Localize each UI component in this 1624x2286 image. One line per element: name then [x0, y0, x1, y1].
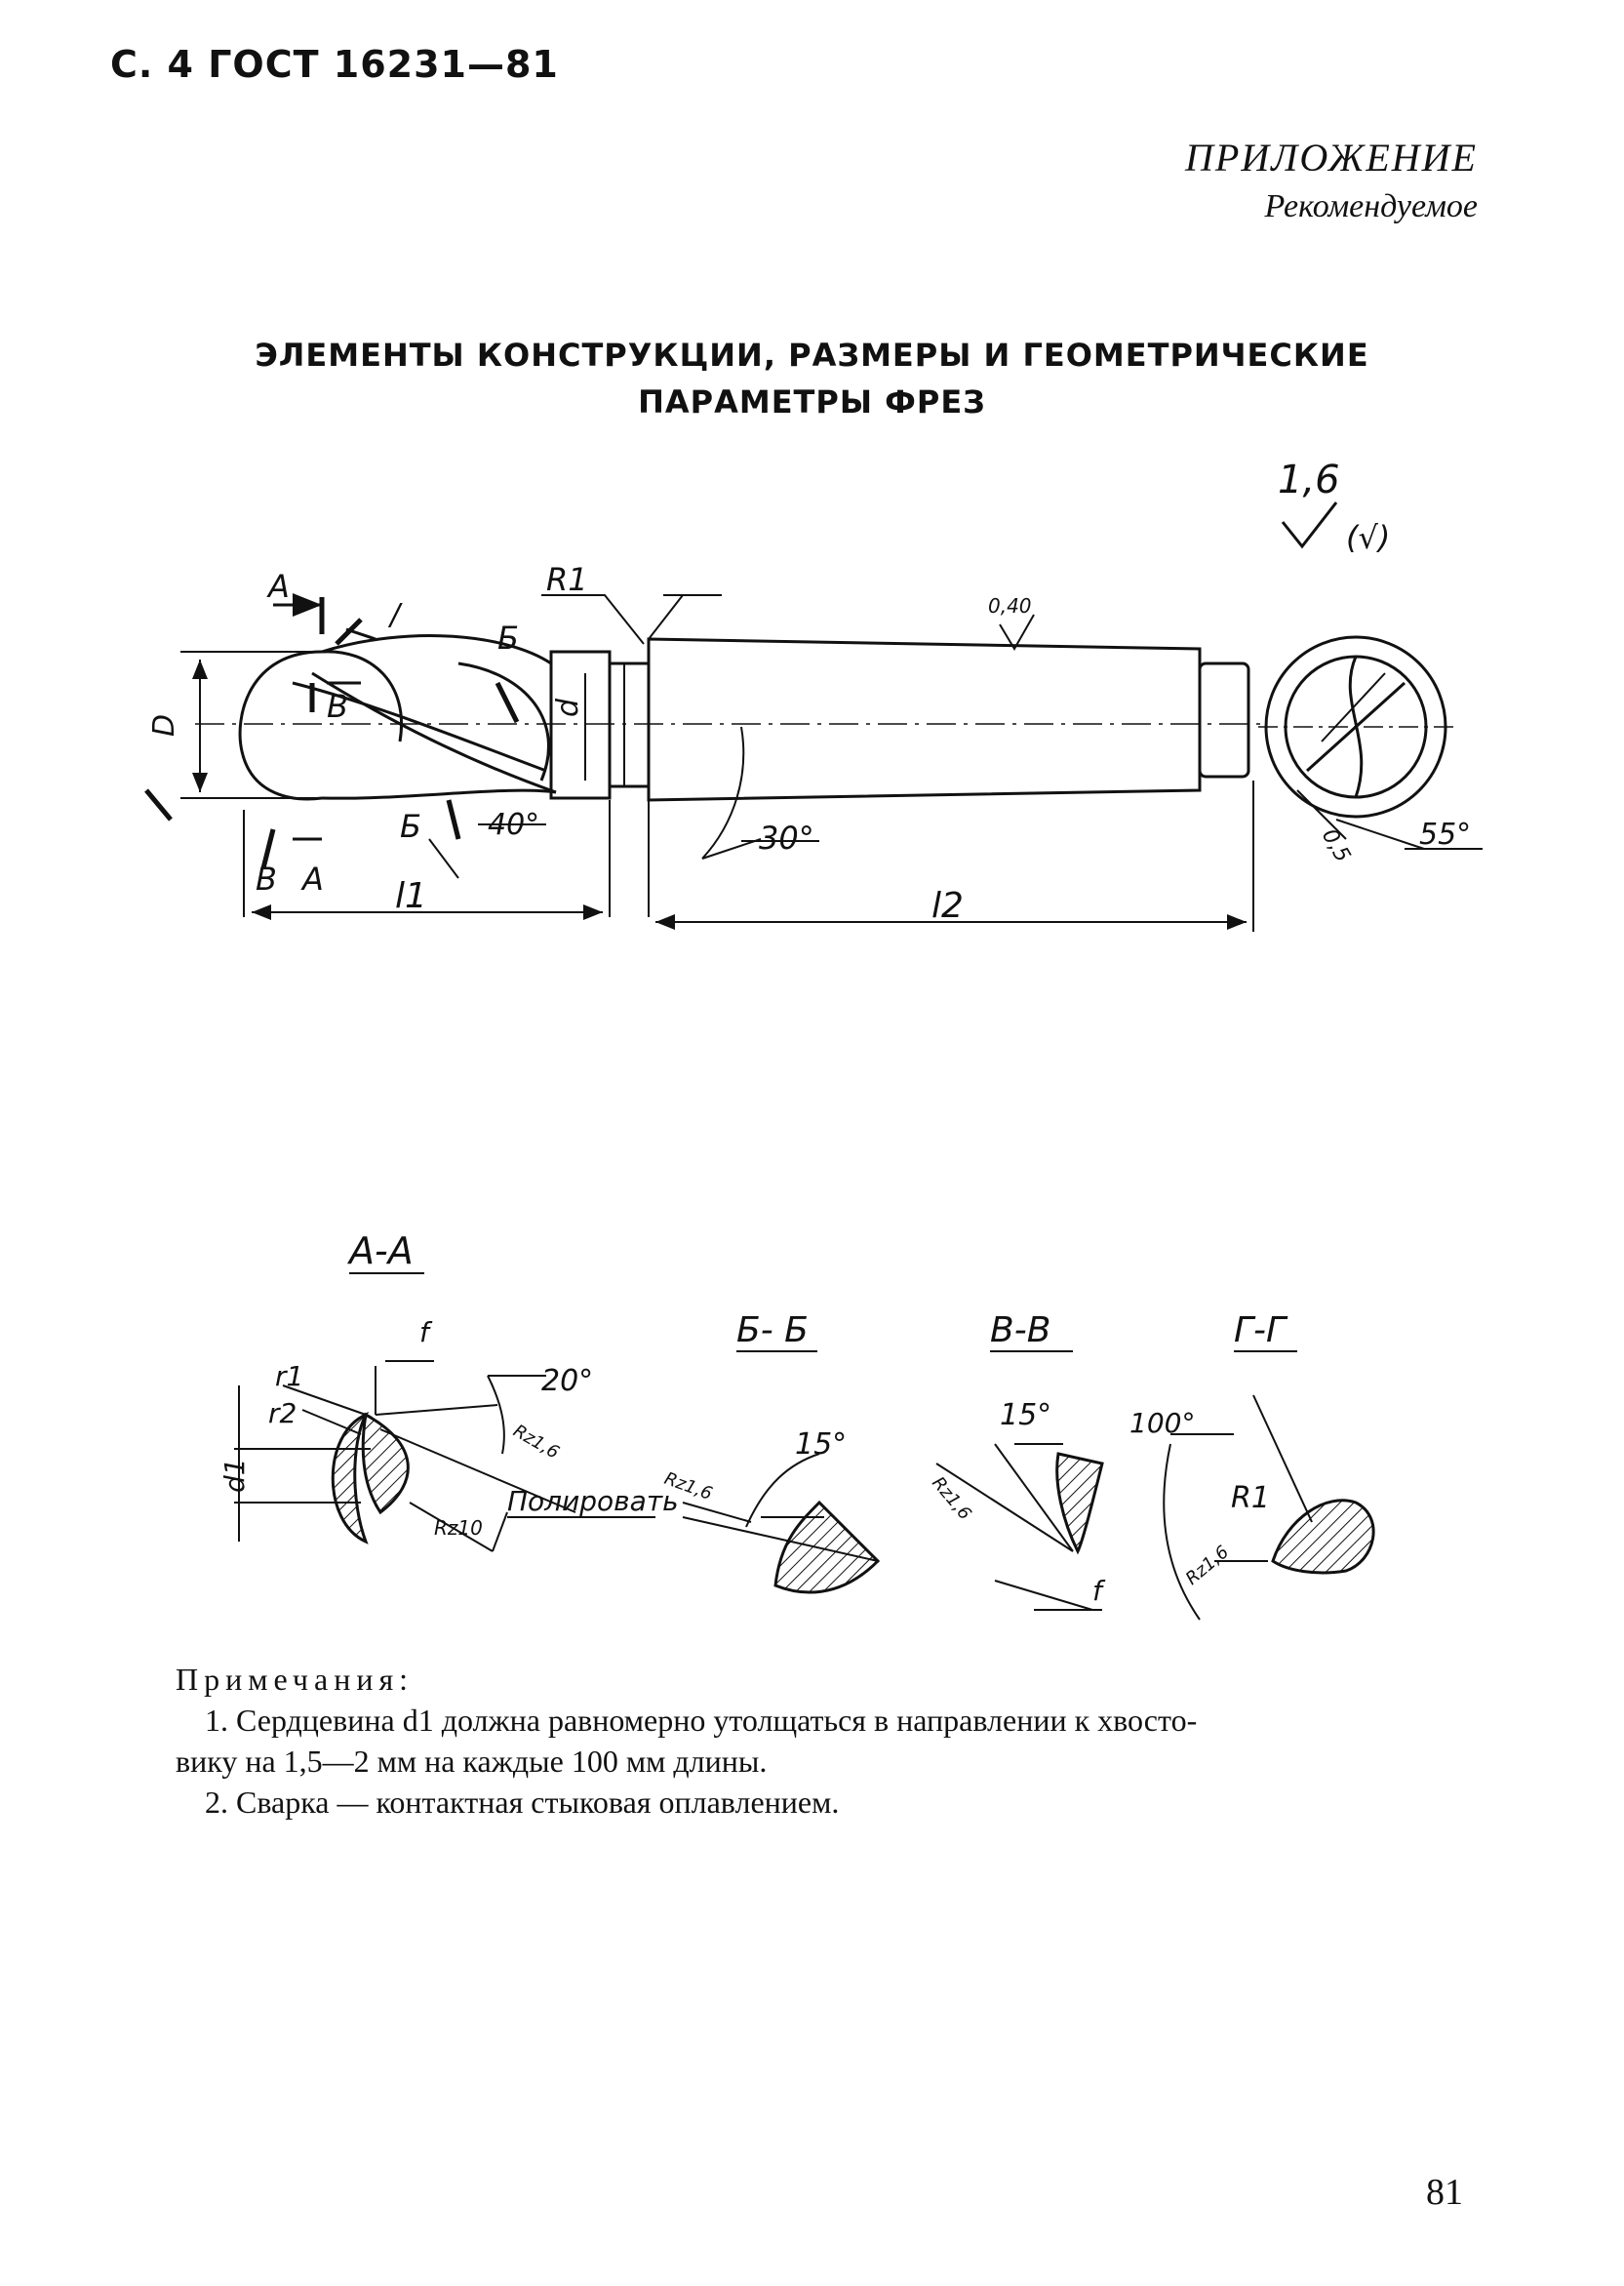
- label-angle-55: 55°: [1419, 818, 1471, 852]
- section-bb-title: Б- Б: [736, 1310, 809, 1350]
- section-vv-rz16: Rz1,6: [928, 1473, 975, 1524]
- label-l1: l1: [395, 876, 427, 916]
- label-dim-d-large: D: [147, 714, 181, 737]
- section-aa-r1: r1: [275, 1360, 303, 1392]
- title-line-2: ПАРАМЕТРЫ ФРЕЗ: [638, 383, 986, 421]
- cutter-end-view: [1258, 635, 1483, 850]
- section-markers: [144, 593, 520, 869]
- section-aa-polish: Полировать: [507, 1485, 679, 1517]
- note-item-1-line-1: 1. Сердцевина d1 должна равномерно утолщ…: [205, 1703, 1198, 1738]
- section-vv-title: В-В: [990, 1310, 1050, 1350]
- label-l2: l2: [931, 886, 964, 926]
- label-b-top: Б: [497, 620, 519, 657]
- section-aa: А-А f r1 r2 d1 20°: [218, 1229, 679, 1552]
- section-vv-f: f: [1092, 1575, 1106, 1607]
- roughness-note: (√): [1346, 519, 1390, 556]
- main-view-labels: 1,6 (√) А / Б В R1 D d 0,40 Б 40° 30° В …: [147, 458, 1471, 926]
- section-bb: Б- Б 15° Rz1,6: [661, 1310, 881, 1594]
- section-aa-f: f: [419, 1316, 433, 1348]
- label-angle-40: 40°: [488, 808, 539, 842]
- svg-text:/: /: [387, 598, 403, 632]
- label-v-bottom: В: [256, 861, 277, 898]
- cutter-main-view: [195, 634, 1268, 802]
- notes-heading: Примечания:: [176, 1662, 415, 1697]
- page-title: ЭЛЕМЕНТЫ КОНСТРУКЦИИ, РАЗМЕРЫ И ГЕОМЕТРИ…: [0, 332, 1624, 425]
- section-bb-angle: 15°: [795, 1427, 847, 1462]
- note-item-1-line-2: вику на 1,5—2 мм на каждые 100 мм длины.: [176, 1744, 768, 1779]
- main-dimensions: [180, 594, 1254, 932]
- label-dim-05: 0,5: [1317, 825, 1355, 867]
- section-aa-d1: d1: [218, 1458, 251, 1493]
- page-number: 81: [1426, 2172, 1463, 2213]
- section-aa-rz16: Rz1,6: [510, 1421, 563, 1463]
- appendix-status: Рекомендуемое: [1264, 188, 1478, 224]
- section-gg: Г-Г 100° R1 Rz1,6: [1129, 1310, 1375, 1621]
- label-a-top: А: [266, 568, 290, 605]
- appendix-block: ПРИЛОЖЕНИЕ Рекомендуемое: [1185, 135, 1478, 225]
- document-reference: С. 4 ГОСТ 16231—81: [110, 43, 559, 86]
- section-gg-title: Г-Г: [1234, 1310, 1288, 1350]
- section-aa-rz10: Rz10: [434, 1516, 483, 1540]
- appendix-label: ПРИЛОЖЕНИЕ: [1185, 136, 1478, 180]
- section-vv: В-В 15° Rz1,6 f: [928, 1310, 1106, 1611]
- label-angle-30: 30°: [759, 820, 814, 857]
- label-a-bottom: А: [300, 861, 324, 898]
- title-line-1: ЭЛЕМЕНТЫ КОНСТРУКЦИИ, РАЗМЕРЫ И ГЕОМЕТРИ…: [255, 337, 1369, 374]
- section-vv-angle: 15°: [1000, 1398, 1051, 1432]
- note-item-2: 2. Сварка — контактная стыковая оплавлен…: [205, 1785, 840, 1820]
- roughness-check-icon: [1281, 501, 1338, 549]
- label-b-bottom: Б: [400, 808, 421, 845]
- section-aa-angle: 20°: [541, 1364, 593, 1398]
- section-gg-rz16: Rz1,6: [1182, 1542, 1233, 1589]
- section-aa-title: А-А: [346, 1229, 414, 1272]
- label-v-top: В: [327, 688, 348, 725]
- notes-block: Примечания: 1. Сердцевина d1 должна равн…: [176, 1659, 1483, 1823]
- label-r1: R1: [546, 561, 588, 598]
- section-gg-angle: 100°: [1129, 1407, 1195, 1439]
- label-tolerance: 0,40: [988, 594, 1032, 618]
- label-dim-d-small: d: [551, 698, 585, 717]
- section-aa-r2: r2: [268, 1397, 297, 1429]
- roughness-value: 1,6: [1278, 458, 1340, 502]
- section-gg-r1: R1: [1231, 1481, 1270, 1515]
